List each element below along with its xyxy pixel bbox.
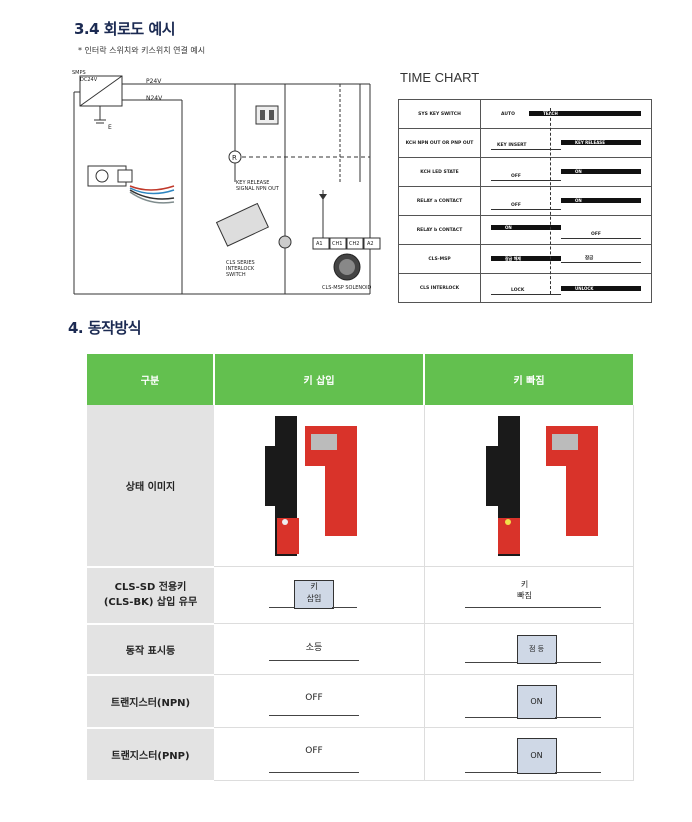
led-insert-state: 소등 xyxy=(305,643,323,653)
tc-row-relay-a: RELAY a CONTACT OFF ON xyxy=(398,186,652,216)
smps-label: SMPS xyxy=(72,70,86,76)
key-removed-image xyxy=(485,416,598,556)
op-header-row: 구분 키 삽입 키 빠짐 xyxy=(87,354,633,405)
ground-label: E xyxy=(108,124,112,131)
section-note: * 인터락 스위치와 키스위치 연결 예시 xyxy=(78,46,206,55)
op-header-remove: 키 빠짐 xyxy=(424,354,633,405)
key-release-label: KEY RELEASE SIGNAL NPN OUT xyxy=(236,180,279,192)
op-header-insert: 키 삽입 xyxy=(214,354,425,405)
contact-a1: A1 xyxy=(316,241,323,247)
tc-transition-line xyxy=(550,108,551,294)
tc-label: SYS KEY SWITCH xyxy=(398,99,481,129)
op-row-key: CLS-SD 전용키 (CLS-BK) 삽입 유무 키 삽입 키 빠짐 xyxy=(87,566,634,625)
op-row-led: 동작 표시등 소등 점 등 xyxy=(87,623,634,676)
contact-ch2: CH2 xyxy=(349,241,360,247)
key-insert-signal: 키 삽입 xyxy=(294,580,334,609)
npn-insert-state: OFF xyxy=(305,693,323,703)
contact-a2: A2 xyxy=(367,241,374,247)
n24v-label: N24V xyxy=(146,95,163,102)
tc-row-cls-interlock: CLS INTERLOCK LOCK UNLOCK xyxy=(398,273,652,303)
cls-series-label: CLS SERIES INTERLOCK SWITCH xyxy=(226,260,255,278)
tc-row-kch-led: KCH LED STATE OFF ON xyxy=(398,157,652,187)
tc-row-relay-b: RELAY b CONTACT ON OFF xyxy=(398,215,652,245)
op-row-npn: 트랜지스터(NPN) OFF ON xyxy=(87,674,634,729)
contact-ch1: CH1 xyxy=(332,241,343,247)
op-row-pnp: 트랜지스터(PNP) OFF ON xyxy=(87,727,634,782)
circuit-diagram: R xyxy=(73,75,381,295)
insert-image-cell xyxy=(214,405,425,567)
pnp-remove-state: ON xyxy=(516,738,557,774)
cls-msp-label: CLS-MSP SOLENOID xyxy=(322,285,372,291)
p24v-label: P24V xyxy=(146,78,162,85)
op-row-label: 상태 이미지 xyxy=(87,405,214,568)
op-header-category: 구분 xyxy=(87,354,215,405)
tc-row-cls-msp: CLS-MSP 잠금 해제 잠금 xyxy=(398,244,652,274)
svg-text:R: R xyxy=(232,154,237,162)
key-inserted-image xyxy=(265,416,357,556)
pnp-insert-state: OFF xyxy=(305,746,323,756)
key-remove-signal: 키 빠짐 xyxy=(517,580,532,600)
remove-image-cell xyxy=(424,405,634,567)
tc-row-kch-out: KCH NPN OUT OR PNP OUT KEY INSERT KEY RE… xyxy=(398,128,652,158)
op-row-image: 상태 이미지 xyxy=(87,405,634,568)
tc-row-sys-key: SYS KEY SWITCH AUTO TEACH xyxy=(398,99,652,129)
time-chart-title: TIME CHART xyxy=(400,70,480,85)
section2-title: 4. 동작방식 xyxy=(68,319,142,337)
npn-remove-state: ON xyxy=(516,685,557,719)
dc24v-label: DC24V xyxy=(80,77,98,83)
time-chart-table: SYS KEY SWITCH AUTO TEACH KCH NPN OUT OR… xyxy=(398,99,652,303)
led-remove-state: 점 등 xyxy=(516,635,557,664)
section-title: 3.4 회로도 예시 xyxy=(74,20,176,38)
operation-table: 구분 키 삽입 키 빠짐 상태 이미지 xyxy=(87,354,634,782)
